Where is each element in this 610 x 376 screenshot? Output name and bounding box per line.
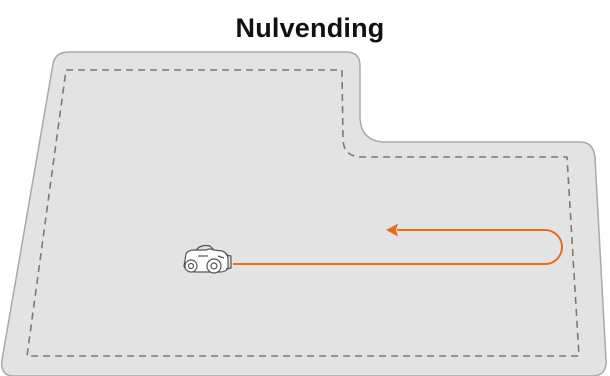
diagram-title: Nulvending	[235, 13, 385, 43]
arrow-left-icon	[386, 223, 398, 237]
boundary-wire	[26, 69, 580, 357]
zero-turn-path	[233, 229, 563, 265]
lawn-area	[1, 51, 607, 376]
robot-mower-icon	[183, 244, 232, 274]
